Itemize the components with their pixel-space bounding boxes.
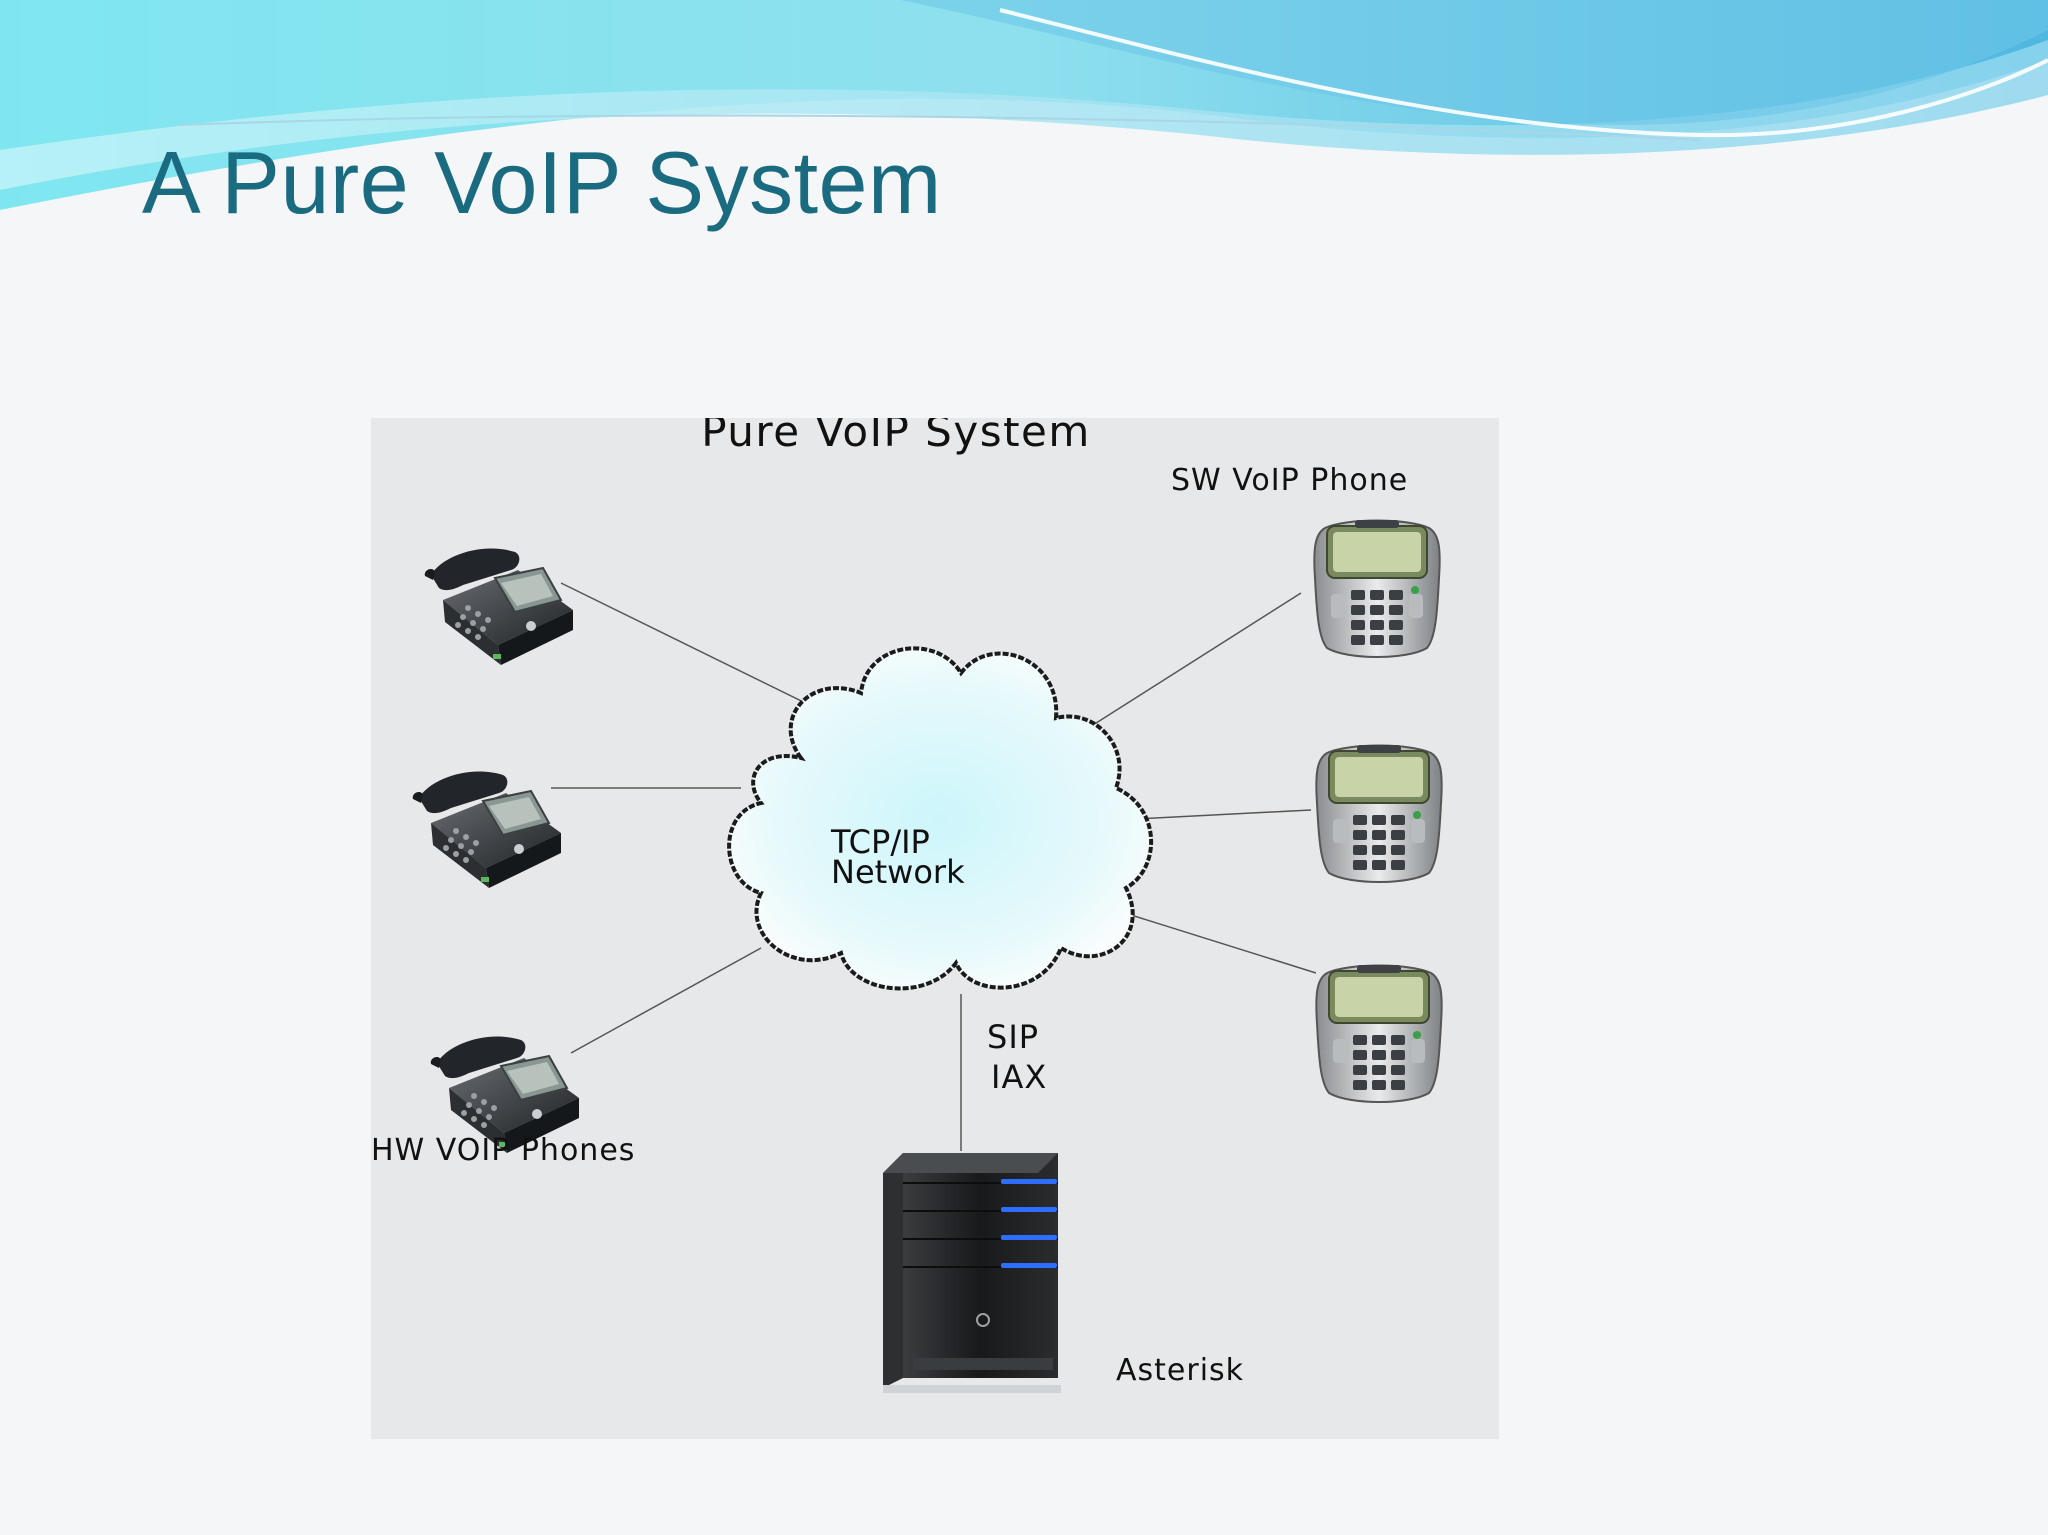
sw-phone-2-icon	[1315, 744, 1443, 883]
network-cloud-icon	[727, 646, 1154, 991]
hw-phones-label: HW VOIP Phones	[371, 1133, 635, 1168]
sw-phones-label: SW VoIP Phone	[1171, 463, 1408, 498]
server-label: Asterisk	[1116, 1353, 1244, 1388]
voip-diagram: TCP/IP Network Pure VoIP System HW VOIP …	[371, 418, 1499, 1439]
asterisk-server-icon	[883, 1153, 1061, 1393]
header-wave-decoration	[0, 0, 2048, 210]
protocol-iax-label: IAX	[991, 1058, 1047, 1096]
cloud-label-line2: Network	[831, 853, 965, 891]
slide-title: A Pure VoIP System	[142, 133, 942, 232]
sw-phone-1-icon	[1313, 519, 1441, 658]
protocol-sip-label: SIP	[987, 1018, 1039, 1056]
sw-phone-3-icon	[1315, 964, 1443, 1103]
diagram-title: Pure VoIP System	[701, 418, 1091, 456]
cloud-label-line1: TCP/IP	[830, 823, 930, 861]
